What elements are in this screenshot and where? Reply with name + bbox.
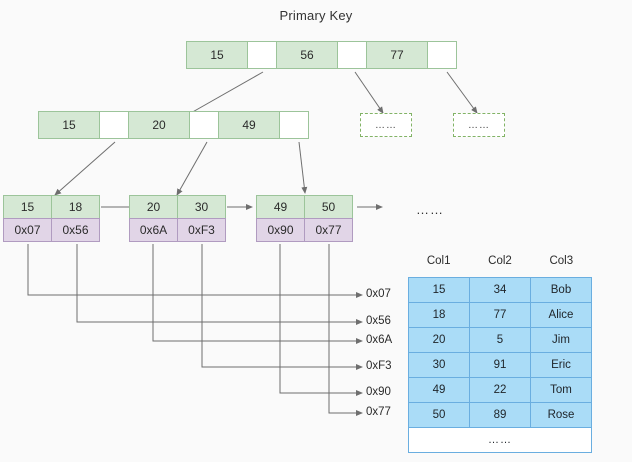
- continuation-box-1[interactable]: ……: [360, 113, 412, 137]
- continuation-box-2[interactable]: ……: [453, 113, 505, 137]
- root-pointer-cell[interactable]: [427, 41, 457, 69]
- leaf-address-cell[interactable]: 0x90: [256, 218, 305, 242]
- page-title: Primary Key: [279, 8, 353, 23]
- leaf-node-3[interactable]: 49 50 0x90 0x77: [256, 195, 353, 242]
- table-cell: 30: [408, 352, 470, 378]
- table-cell: 15: [408, 277, 470, 303]
- table-cell: 34: [469, 277, 531, 303]
- table-cell: 49: [408, 377, 470, 403]
- root-key-cell[interactable]: 77: [366, 41, 428, 69]
- leaf-key-row: 49 50: [256, 195, 353, 219]
- internal-pointer-cell[interactable]: [99, 111, 129, 139]
- table-more-row[interactable]: ……: [408, 427, 592, 453]
- table-cell: 50: [408, 402, 470, 428]
- address-label-0x56: 0x56: [366, 315, 391, 327]
- data-table: 15 34 Bob 18 77 Alice 20 5 Jim 30 91: [408, 277, 592, 453]
- table-row[interactable]: 20 5 Jim: [408, 327, 592, 353]
- leaf-key-cell[interactable]: 20: [129, 195, 178, 219]
- leaf-address-row: 0x07 0x56: [3, 218, 100, 242]
- table-header-row: Col1 Col2 Col3: [408, 255, 592, 277]
- table-header-col1: Col1: [426, 255, 451, 267]
- table-cell: 20: [408, 327, 470, 353]
- internal-node[interactable]: 15 20 49: [38, 111, 309, 139]
- leaf-key-row: 20 30: [129, 195, 226, 219]
- leaf-key-cell[interactable]: 50: [304, 195, 353, 219]
- table-cell: 91: [469, 352, 531, 378]
- table-row[interactable]: 50 89 Rose: [408, 402, 592, 428]
- table-header-col3: Col3: [549, 255, 574, 267]
- address-label-0x90: 0x90: [366, 386, 391, 398]
- table-cell: Bob: [530, 277, 592, 303]
- table-cell: 22: [469, 377, 531, 403]
- table-more-cell: ……: [408, 427, 592, 453]
- leaf-node-2[interactable]: 20 30 0x6A 0xF3: [129, 195, 226, 242]
- table-cell: 18: [408, 302, 470, 328]
- leaf-address-cell[interactable]: 0x07: [3, 218, 52, 242]
- leaf-address-cell[interactable]: 0x56: [51, 218, 100, 242]
- leaf-key-cell[interactable]: 15: [3, 195, 52, 219]
- root-pointer-cell[interactable]: [247, 41, 277, 69]
- internal-key-cell[interactable]: 49: [218, 111, 280, 139]
- internal-key-cell[interactable]: 15: [38, 111, 100, 139]
- leaf-address-cell[interactable]: 0x6A: [129, 218, 178, 242]
- table-cell: Alice: [530, 302, 592, 328]
- address-label-0x07: 0x07: [366, 288, 391, 300]
- table-row[interactable]: 18 77 Alice: [408, 302, 592, 328]
- internal-pointer-cell[interactable]: [189, 111, 219, 139]
- leaf-address-row: 0x90 0x77: [256, 218, 353, 242]
- address-label-0x6A: 0x6A: [366, 334, 393, 346]
- root-node[interactable]: 15 56 77: [186, 41, 457, 69]
- table-cell: Eric: [530, 352, 592, 378]
- table-cell: 77: [469, 302, 531, 328]
- leaf-key-cell[interactable]: 49: [256, 195, 305, 219]
- root-pointer-cell[interactable]: [337, 41, 367, 69]
- table-cell: Rose: [530, 402, 592, 428]
- table-cell: Tom: [530, 377, 592, 403]
- leaf-node-1[interactable]: 15 18 0x07 0x56: [3, 195, 100, 242]
- leaf-key-cell[interactable]: 18: [51, 195, 100, 219]
- table-row[interactable]: 30 91 Eric: [408, 352, 592, 378]
- leaf-chain-ellipsis: ……: [416, 202, 444, 217]
- leaf-address-cell[interactable]: 0xF3: [177, 218, 226, 242]
- table-header-col2: Col2: [488, 255, 512, 267]
- table-row[interactable]: 49 22 Tom: [408, 377, 592, 403]
- leaf-key-row: 15 18: [3, 195, 100, 219]
- table-cell: Jim: [530, 327, 592, 353]
- table-cell: 89: [469, 402, 531, 428]
- data-table-container: Col1 Col2 Col3 15 34 Bob 18 77 Alice 20 …: [408, 255, 592, 453]
- table-row[interactable]: 15 34 Bob: [408, 277, 592, 303]
- address-label-0x77: 0x77: [366, 406, 391, 418]
- internal-pointer-cell[interactable]: [279, 111, 309, 139]
- address-label-0xF3: 0xF3: [366, 360, 392, 372]
- leaf-address-row: 0x6A 0xF3: [129, 218, 226, 242]
- internal-key-cell[interactable]: 20: [128, 111, 190, 139]
- root-key-cell[interactable]: 56: [276, 41, 338, 69]
- leaf-key-cell[interactable]: 30: [177, 195, 226, 219]
- table-cell: 5: [469, 327, 531, 353]
- root-key-cell[interactable]: 15: [186, 41, 248, 69]
- leaf-address-cell[interactable]: 0x77: [304, 218, 353, 242]
